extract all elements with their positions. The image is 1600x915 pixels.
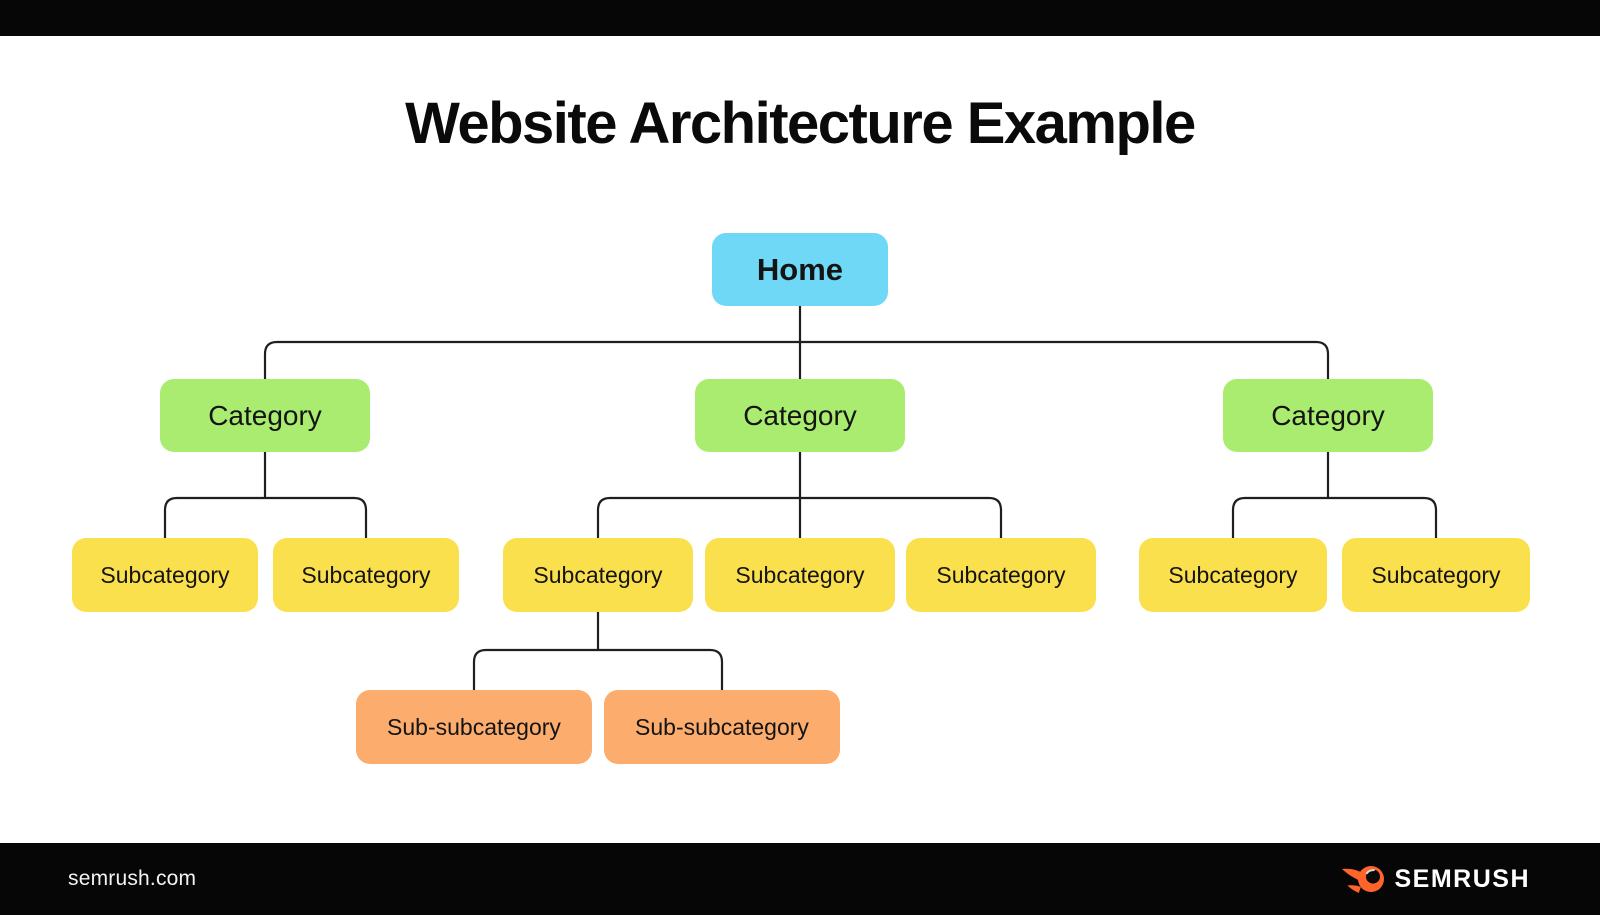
node-subcategory-1-1: Subcategory <box>72 538 258 612</box>
semrush-logo-text: SEMRUSH <box>1394 864 1530 893</box>
node-subcategory-2-2: Subcategory <box>705 538 895 612</box>
page-title: Website Architecture Example <box>405 91 1196 156</box>
footer-site-text: semrush.com <box>68 867 197 890</box>
node-subcategory-3-1: Subcategory <box>1139 538 1327 612</box>
connector-middle-subcategory-bus <box>596 496 1003 538</box>
semrush-logo: SEMRUSH <box>1341 862 1530 896</box>
node-category-3: Category <box>1223 379 1433 452</box>
top-bar <box>0 0 1600 36</box>
node-subcategory-1-2: Subcategory <box>273 538 459 612</box>
node-category-2: Category <box>695 379 905 452</box>
node-category-1: Category <box>160 379 370 452</box>
node-subsubcategory-1: Sub-subcategory <box>356 690 592 764</box>
connector-right-subcategory-bus <box>1231 496 1438 538</box>
node-subcategory-2-3: Subcategory <box>906 538 1096 612</box>
connector-left-subcategory-bus <box>163 496 368 538</box>
node-subcategory-3-2: Subcategory <box>1342 538 1530 612</box>
tree-connectors <box>163 306 1438 690</box>
semrush-flame-icon <box>1342 866 1385 893</box>
node-subcategory-2-1: Subcategory <box>503 538 693 612</box>
connector-home-category-bus <box>263 340 1330 379</box>
connector-subsubcategory-bus <box>472 648 724 690</box>
node-home: Home <box>712 233 888 306</box>
node-subsubcategory-2: Sub-subcategory <box>604 690 840 764</box>
footer: semrush.com SEMRUSH <box>0 843 1600 915</box>
